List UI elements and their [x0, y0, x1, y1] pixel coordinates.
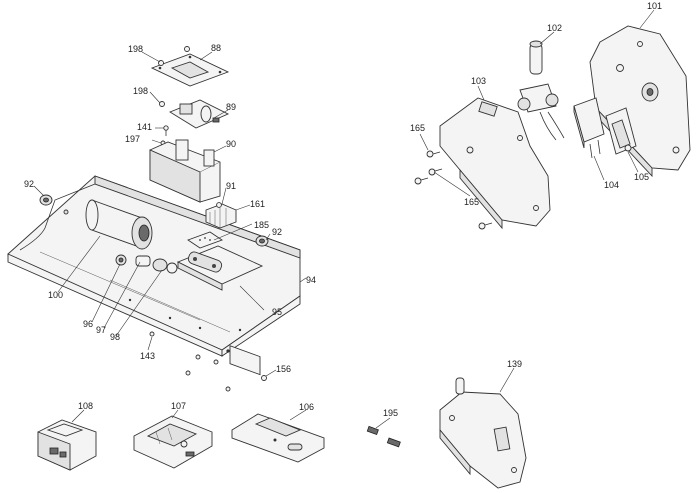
- label-104: 104: [604, 180, 619, 190]
- pin-set-195: [366, 425, 401, 448]
- label-165-top: 165: [410, 123, 425, 133]
- base-assembly-107: [133, 415, 213, 469]
- label-98: 98: [110, 332, 120, 342]
- label-156: 156: [276, 364, 291, 374]
- label-106: 106: [299, 402, 314, 412]
- screw-141: [163, 125, 169, 136]
- label-198-top: 198: [128, 44, 143, 54]
- cover-plate-88: [150, 53, 230, 87]
- grommet-92-left: [39, 194, 53, 206]
- board-185: [187, 231, 223, 249]
- label-94: 94: [306, 275, 316, 285]
- drive-shaft-102: [517, 40, 565, 141]
- switch-plate-95: [176, 245, 264, 376]
- label-165-bottom: 165: [464, 197, 479, 207]
- label-105: 105: [634, 172, 649, 182]
- housing-90: [149, 139, 221, 203]
- pcb-89: [159, 99, 230, 129]
- bushing-parts-96-97-98: [115, 254, 178, 274]
- label-108: 108: [78, 401, 93, 411]
- label-95: 95: [272, 307, 282, 317]
- label-90: 90: [226, 139, 236, 149]
- label-141: 141: [137, 122, 152, 132]
- screws-165: [414, 150, 493, 230]
- label-197: 197: [125, 134, 140, 144]
- grommet-92-right: [255, 235, 269, 247]
- label-107: 107: [171, 401, 186, 411]
- leader-lines: [33, 9, 655, 429]
- label-161: 161: [250, 199, 265, 209]
- label-88: 88: [211, 43, 221, 53]
- label-195: 195: [383, 408, 398, 418]
- microswitch-105: [605, 107, 637, 155]
- gear-housing-103: [439, 97, 551, 230]
- label-185: 185: [254, 220, 269, 230]
- gear-housing-101: [589, 25, 691, 178]
- switch-104: [573, 97, 605, 159]
- label-92-right: 92: [272, 227, 282, 237]
- label-89: 89: [226, 102, 236, 112]
- label-103: 103: [471, 76, 486, 86]
- screws-143-156: [149, 331, 267, 392]
- label-198-mid: 198: [133, 86, 148, 96]
- label-101: 101: [647, 1, 662, 11]
- label-91: 91: [226, 181, 236, 191]
- motor-cylinder-100: [85, 199, 153, 250]
- plate-assembly-106: [231, 413, 325, 463]
- label-102: 102: [547, 23, 562, 33]
- label-96: 96: [83, 319, 93, 329]
- callout-labels: 198 88 198 89 141 197 90 92 91 161 185 9…: [24, 1, 662, 418]
- label-139: 139: [507, 359, 522, 369]
- gear-unit-139: [439, 377, 527, 489]
- label-92-left: 92: [24, 179, 34, 189]
- box-module-108: [37, 419, 97, 471]
- label-100: 100: [48, 290, 63, 300]
- label-97: 97: [96, 325, 106, 335]
- label-143: 143: [140, 351, 155, 361]
- terminal-block-91: [205, 202, 237, 229]
